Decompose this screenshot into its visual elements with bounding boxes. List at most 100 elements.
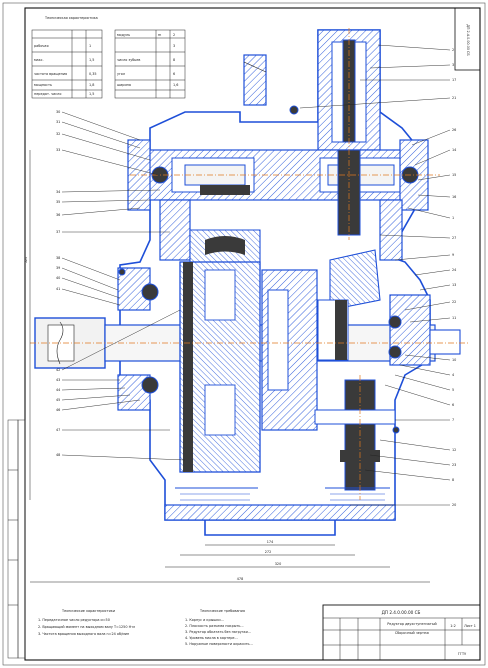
spec-left-val-0: 1 [89, 44, 91, 48]
dim-bottom-2: 272 [265, 550, 271, 554]
spec-left-row-1: макс. [34, 58, 44, 62]
spec-table-right: модуль m 2 3 число зубьев 8 угол 6 ширин… [114, 29, 186, 99]
spec-left-val-1: 1,5 [89, 58, 94, 62]
title-sheet: Лист 1 [464, 624, 476, 628]
title-org: ГГТУ [458, 652, 467, 656]
gearbox-assembly [30, 28, 470, 536]
part-label: 37 [56, 230, 60, 234]
part-label: 5 [452, 388, 454, 392]
spec-right-val-4: 1,6 [173, 83, 178, 87]
bolt-top [289, 105, 299, 115]
spec-right-val-0: 2 [173, 33, 175, 37]
part-label: 34 [56, 190, 60, 194]
middle-gear-teeth [205, 236, 245, 255]
upper-pinion [200, 185, 250, 195]
rotated-stamp-code: ДП 2.4.0.00.00 СБ [466, 24, 470, 56]
part-label: 32 [56, 132, 60, 136]
spec-left-val-2: 0,35 [89, 72, 97, 76]
part-label: 39 [56, 266, 60, 270]
part-label: 42 [56, 368, 60, 372]
spec-left-val-3: 1,8 [89, 83, 94, 87]
part-label: 7 [452, 418, 454, 422]
spec-right-val-2: 8 [173, 58, 175, 62]
spec-right-row-4: ширина [117, 83, 131, 87]
part-labels-right: 2 3 17 21 26 14 15 16 1 27 9 24 13 22 11… [299, 44, 456, 507]
bearing-r-top [388, 315, 402, 329]
part-label: 33 [56, 148, 60, 152]
base-plate [164, 504, 396, 521]
dim-bottom-1: 174 [267, 540, 273, 544]
spec-left-row-4: передат. число [34, 92, 61, 96]
notes-right-line-1: 2. Плоскость разъема покрыть... [185, 624, 244, 628]
title-designation: ДП 2.4.0.00.00 СБ [382, 610, 421, 615]
notes-right-title: Технические требования [199, 609, 245, 613]
part-label: 10 [452, 358, 456, 362]
title-name-1: Редуктор двухступенчатый [387, 622, 436, 626]
part-labels-left: 30 31 32 33 34 35 36 37 38 39 40 41 42 4… [56, 110, 186, 461]
sheet-inner-frame [24, 7, 481, 661]
sump-shaft [314, 409, 396, 425]
part-label: 4 [452, 373, 454, 377]
part-label: 41 [56, 287, 60, 291]
notes-left-line-2: 3. Частота вращения выходного вала n=24 … [38, 632, 129, 636]
dim-left-vertical: 520 [24, 257, 28, 263]
notes-left-line-1: 2. Вращающий момент на выходном валу Т=1… [38, 625, 135, 629]
part-label: 47 [56, 428, 60, 432]
part-label: 15 [452, 173, 456, 177]
spec-left-row-2: частота вращения [34, 72, 67, 76]
part-label: 46 [56, 408, 60, 412]
break-line [56, 321, 64, 365]
spec-right-row-0: модуль [117, 33, 130, 37]
part-label: 38 [56, 256, 60, 260]
middle-wall-right [379, 199, 403, 261]
bearing-ll-top [141, 283, 159, 301]
part-label: 6 [452, 403, 454, 407]
right-pinion [335, 300, 347, 360]
notes-right-line-2: 3. Редуктор обкатать без нагрузки... [185, 630, 251, 634]
rotated-stamp: ДП 2.4.0.00.00 СБ [454, 7, 481, 71]
output-shaft-end [429, 329, 461, 355]
bolt-left [118, 268, 126, 276]
dim-bottom-3: 320 [275, 562, 281, 566]
part-label: 17 [452, 78, 456, 82]
title-name-2: Сборочный чертеж [395, 631, 429, 635]
part-label: 24 [452, 268, 456, 272]
part-label: 44 [56, 388, 60, 392]
title-block: ДП 2.4.0.00.00 СБ Редуктор двухступенчат… [322, 604, 481, 661]
part-label: 16 [452, 195, 456, 199]
part-label: 36 [56, 213, 60, 217]
part-label: 23 [452, 463, 456, 467]
spec-right-row-3: угол [117, 72, 125, 76]
title-scale: 1:2 [450, 624, 455, 628]
part-label: 22 [452, 300, 456, 304]
dimensions: 520 174 272 320 478 [24, 150, 430, 583]
part-label: 35 [56, 200, 60, 204]
notes-left-line-0: 1. Передаточное число редуктора и=50 [38, 618, 110, 622]
spec-right-val-1: 3 [173, 44, 175, 48]
base-foot [204, 520, 336, 536]
part-label: 45 [56, 398, 60, 402]
lower-gear-teeth [183, 262, 193, 472]
part-label: 26 [452, 128, 456, 132]
spec-right-row-2: число зубьев [117, 58, 140, 62]
part-label: 14 [452, 148, 456, 152]
right-gear-segment [329, 249, 381, 311]
inspection-plug [243, 54, 267, 106]
notes-right-line-0: 1. Корпус и крышки... [185, 618, 224, 622]
center-bore [267, 289, 289, 391]
part-label: 27 [452, 236, 456, 240]
part-label: 13 [452, 283, 456, 287]
notes-block: Технические характеристики 1. Передаточн… [38, 609, 253, 646]
part-label: 11 [452, 316, 456, 320]
part-label: 40 [56, 276, 60, 280]
spec-left-row-0: рабочая [34, 44, 49, 48]
part-label: 9 [452, 253, 454, 257]
notes-left-title: Технические характеристики [61, 609, 115, 613]
part-label: 3 [452, 63, 454, 67]
oil-level [175, 487, 390, 501]
part-label: 48 [56, 453, 60, 457]
part-label: 31 [56, 120, 60, 124]
part-label: 43 [56, 378, 60, 382]
